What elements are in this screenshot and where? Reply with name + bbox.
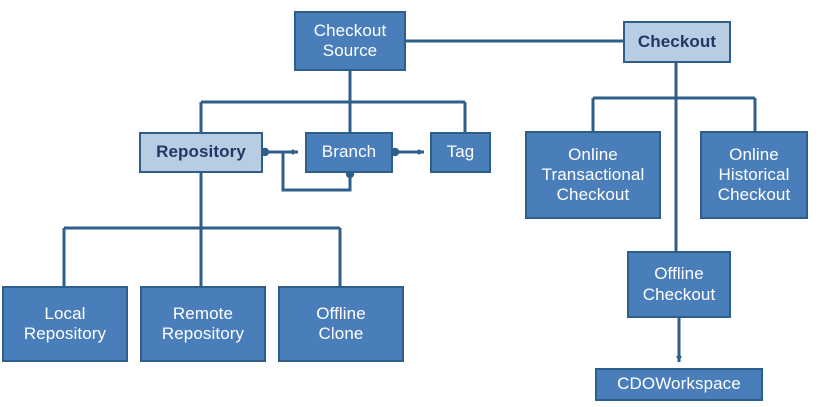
node-branch[interactable]: Branch — [305, 132, 393, 173]
node-cdoworkspace[interactable]: CDOWorkspace — [595, 368, 763, 401]
connector-branch-self-loop — [281, 152, 352, 192]
node-tag[interactable]: Tag — [430, 132, 491, 173]
node-repository-label: Repository — [156, 142, 246, 162]
node-checkout[interactable]: Checkout — [623, 21, 731, 63]
node-branch-label: Branch — [321, 142, 377, 162]
node-cdoworkspace-label: CDOWorkspace — [617, 374, 741, 394]
node-checkout-label: Checkout — [637, 31, 717, 51]
node-tag-label: Tag — [446, 142, 475, 162]
node-repository[interactable]: Repository — [139, 132, 263, 173]
